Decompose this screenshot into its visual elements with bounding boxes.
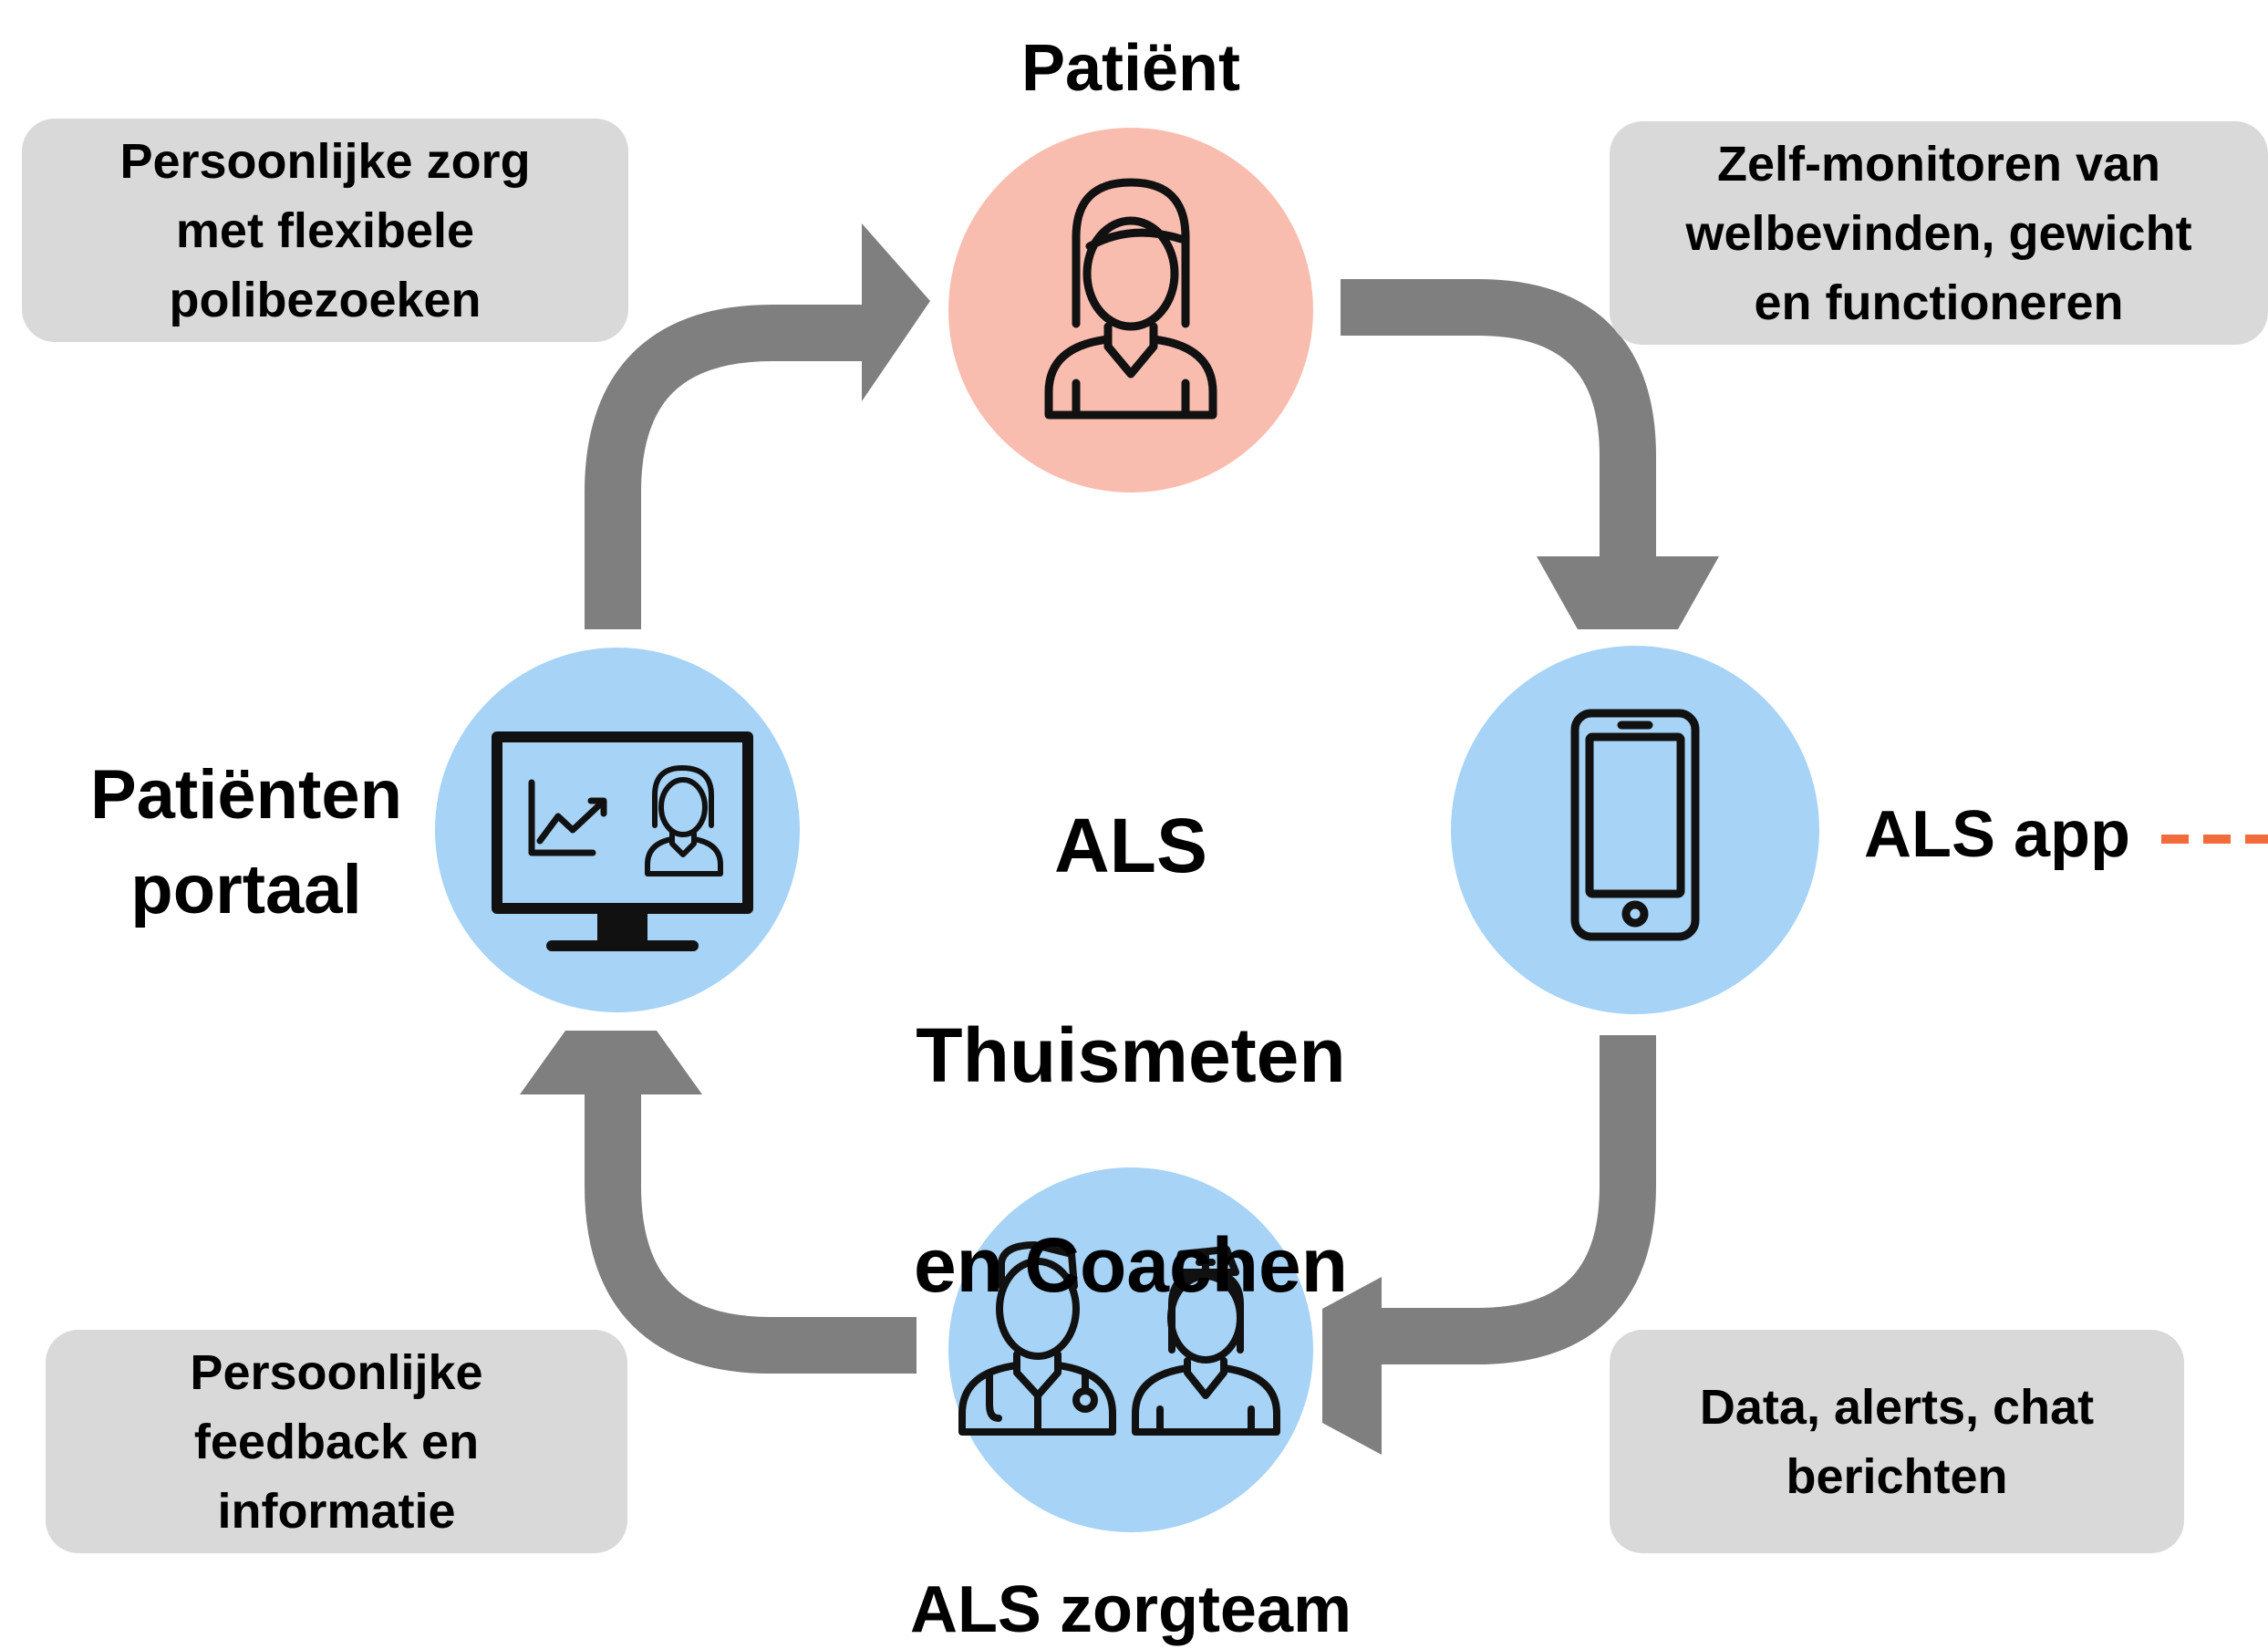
- arrow-head-to-portal: [520, 1031, 702, 1094]
- arrow-head-to-team: [1322, 1277, 1382, 1455]
- app-circle: [1451, 646, 1819, 1014]
- app-label: ALS app: [1863, 798, 2130, 871]
- info-box-top-right: Zelf-monitoren van welbevinden, gewicht …: [1610, 121, 2268, 345]
- woman-icon: [1044, 178, 1217, 420]
- info-box-bottom-right: Data, alerts, chat berichten: [1610, 1330, 2184, 1553]
- center-title: ALS Thuismeten en Coachen: [857, 689, 1404, 1423]
- arrow-app-to-team: [1377, 1035, 1656, 1364]
- info-box-bottom-right-text: Data, alerts, chat berichten: [1699, 1379, 2095, 1504]
- doctor-icon: [958, 1241, 1116, 1436]
- info-box-bottom-left: Persoonlijke feedback en informatie: [46, 1330, 627, 1553]
- center-title-line1: ALS: [1054, 803, 1207, 888]
- team-label: ALS zorgteam: [909, 1573, 1352, 1646]
- arrow-head-to-app: [1537, 556, 1719, 629]
- arrow-team-to-portal: [585, 1090, 917, 1374]
- patient-circle: [948, 128, 1313, 493]
- info-box-top-right-text: Zelf-monitoren van welbevinden, gewicht …: [1685, 136, 2192, 330]
- info-box-top-left: Persoonlijke zorg met flexibele polibezo…: [22, 119, 628, 342]
- arrow-portal-to-patient: [585, 305, 871, 629]
- info-box-top-left-text: Persoonlijke zorg met flexibele polibezo…: [119, 133, 531, 327]
- center-title-line3: en Coachen: [913, 1222, 1349, 1308]
- center-title-line2: Thuismeten: [916, 1012, 1346, 1098]
- arrow-patient-to-app: [1341, 279, 1656, 561]
- info-box-bottom-left-text: Persoonlijke feedback en informatie: [190, 1344, 483, 1539]
- arrow-head-to-patient: [862, 223, 930, 401]
- monitor-chart-icon: [492, 731, 753, 951]
- patient-label: Patiënt: [1020, 32, 1241, 105]
- portal-label: Patiënten portaal: [89, 756, 403, 928]
- smartphone-icon: [1570, 709, 1700, 941]
- nurse-icon: [1132, 1246, 1280, 1436]
